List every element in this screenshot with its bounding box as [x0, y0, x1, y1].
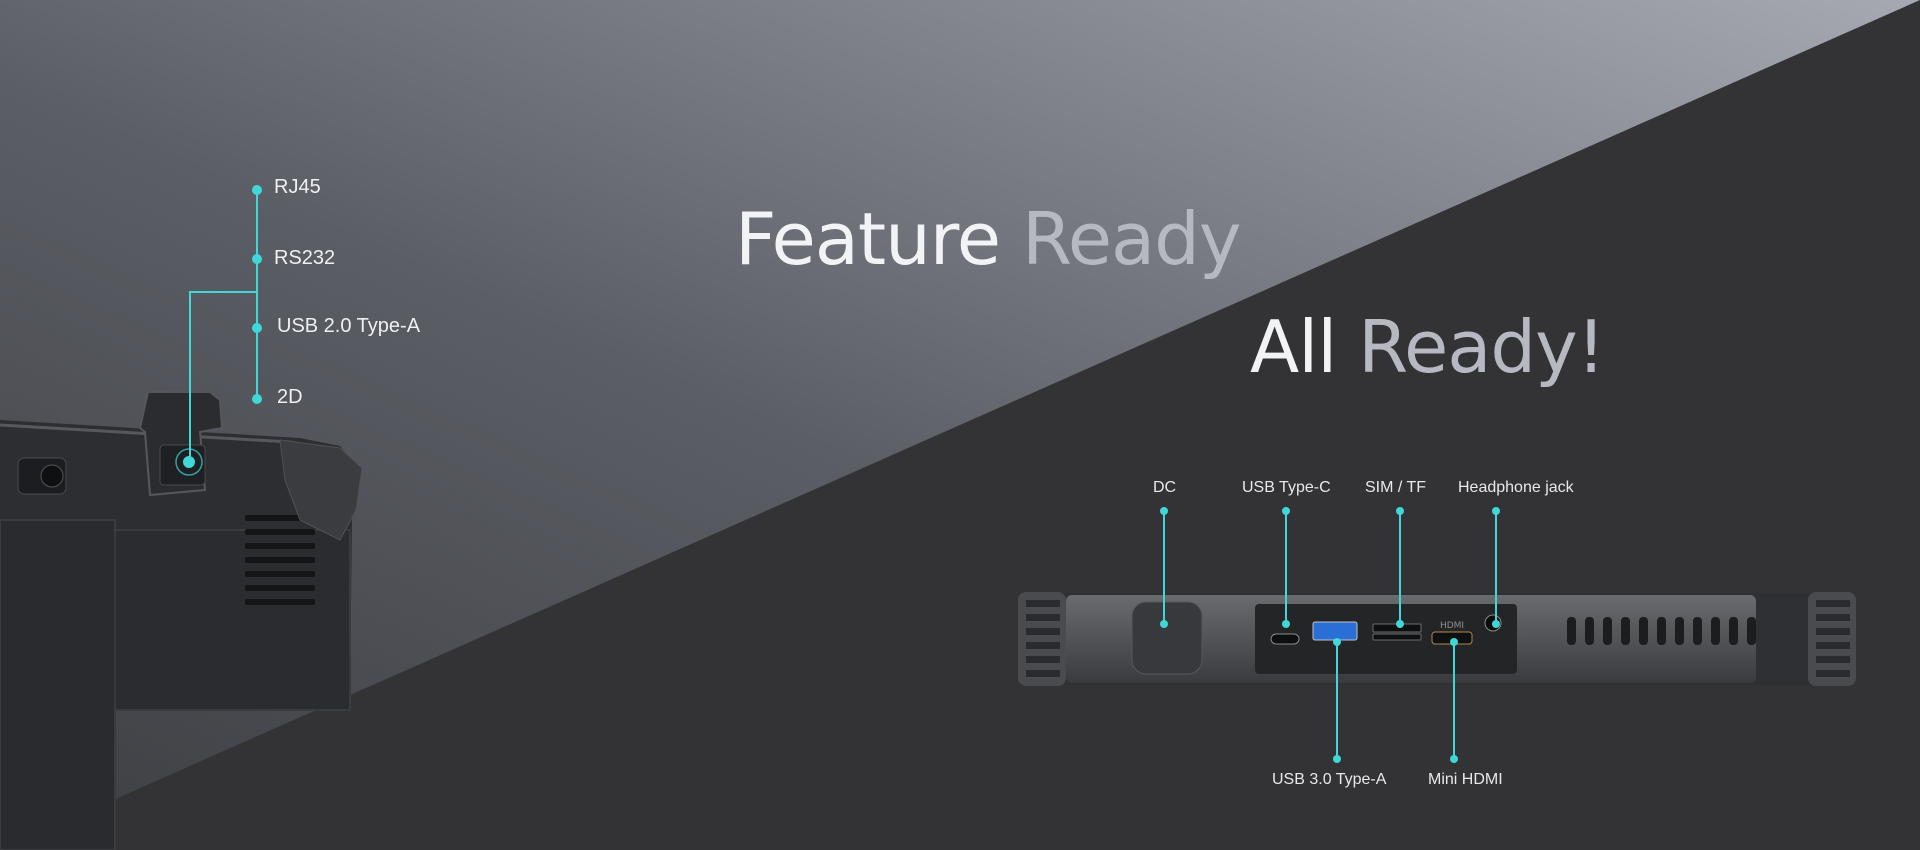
- label-usb2: USB 2.0 Type-A: [277, 315, 421, 337]
- label-dc: DC: [1153, 479, 1177, 496]
- dot-usbc-top: [1282, 507, 1290, 515]
- headline-feature: Feature: [735, 197, 1001, 281]
- dot-dc-port: [1160, 620, 1168, 628]
- headline-line-1: Feature Ready: [735, 197, 1241, 281]
- label-usb3: USB 3.0 Type-A: [1272, 771, 1387, 788]
- callout-dot-rs232: [252, 254, 262, 264]
- callout-dot-port-module: [183, 456, 195, 468]
- headline-all: All: [1250, 305, 1337, 389]
- label-sim-tf: SIM / TF: [1365, 479, 1427, 496]
- label-rj45: RJ45: [274, 176, 321, 198]
- headline-ready: Ready: [1021, 197, 1242, 281]
- label-usb-type-c: USB Type-C: [1242, 479, 1331, 496]
- dot-usb3-port: [1333, 638, 1341, 646]
- hdmi-silkscreen: HDMI: [1440, 621, 1464, 631]
- callout-dot-rj45: [252, 185, 262, 195]
- callout-dot-usb2: [252, 323, 262, 333]
- label-rs232: RS232: [274, 247, 336, 269]
- dot-sim-top: [1396, 507, 1404, 515]
- right-callout-lines: [1163, 511, 1497, 759]
- dot-usbc-port: [1282, 620, 1290, 628]
- dot-dc-top: [1160, 507, 1168, 515]
- label-2d: 2D: [277, 386, 303, 408]
- tablet-back-image: [0, 391, 363, 850]
- dot-headphone-port: [1492, 620, 1500, 628]
- left-callout-lines: [189, 190, 258, 462]
- dot-usb3-bottom: [1333, 755, 1341, 763]
- callout-dot-2d: [252, 394, 262, 404]
- headline-line-2: All Ready!: [1250, 305, 1606, 389]
- tablet-side-image: [1018, 592, 1856, 686]
- dot-sim-port: [1396, 620, 1404, 628]
- headline-ready-exclaim: Ready!: [1358, 305, 1605, 389]
- label-mini-hdmi: Mini HDMI: [1428, 771, 1503, 788]
- dot-headphone-top: [1492, 507, 1500, 515]
- label-headphone-jack: Headphone jack: [1458, 479, 1574, 496]
- dot-hdmi-port: [1450, 638, 1458, 646]
- dot-hdmi-bottom: [1450, 755, 1458, 763]
